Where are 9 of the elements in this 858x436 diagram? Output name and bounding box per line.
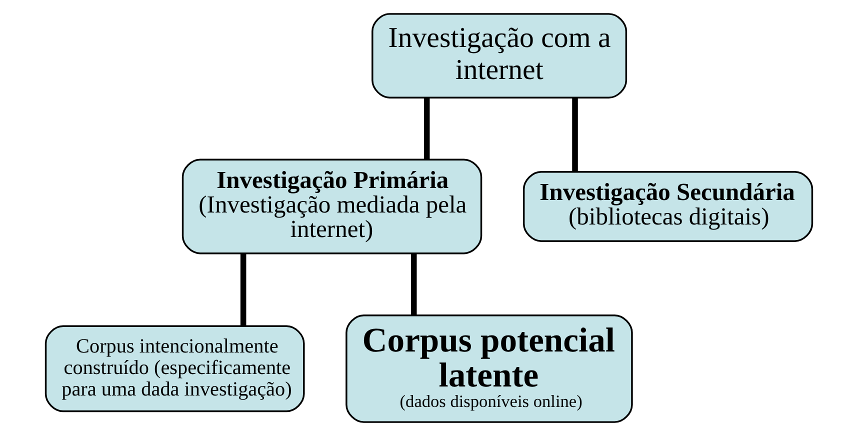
node-box: Investigação Secundária (bibliotecas digitais) xyxy=(522,170,814,242)
node-box: Corpus intencionalmente construído (especificamente para uma dada investigação) xyxy=(44,325,305,412)
node-box: Corpus potencial latente (dados disponíveis online) xyxy=(346,314,633,423)
connector xyxy=(410,253,417,316)
node-box: Investigação com a internet xyxy=(372,13,628,98)
connector xyxy=(572,98,578,172)
connector xyxy=(240,253,246,326)
connector xyxy=(424,98,430,160)
node-box: Investigação Primária (Investigação mediada pela internet) xyxy=(182,158,482,254)
